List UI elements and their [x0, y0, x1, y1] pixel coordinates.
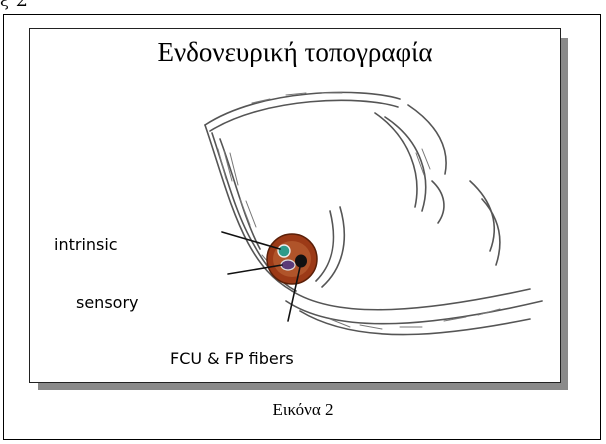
sensory-label: sensory: [76, 293, 139, 312]
slide-shadow-right: [561, 38, 568, 390]
figure-caption: Εικόνα 2: [0, 400, 606, 420]
nerve-cross-section: [267, 234, 317, 284]
slide-panel: Ενδονευρική τοπογραφία: [29, 28, 561, 383]
cropped-header-text: ξ Σ: [0, 0, 606, 14]
sensory-fascicle: [281, 260, 295, 270]
slide-shadow-bottom: [38, 383, 568, 390]
cropped-header-fragment: ξ Σ: [0, 0, 28, 10]
intrinsic-fascicle: [278, 245, 290, 257]
fibers-label: FCU & FP fibers: [170, 349, 294, 368]
intrinsic-label: intrinsic: [54, 235, 118, 254]
intrinsic-leader-line: [222, 232, 280, 249]
elbow-nerve-illustration: [30, 29, 560, 382]
fibers-fascicle: [295, 255, 307, 268]
